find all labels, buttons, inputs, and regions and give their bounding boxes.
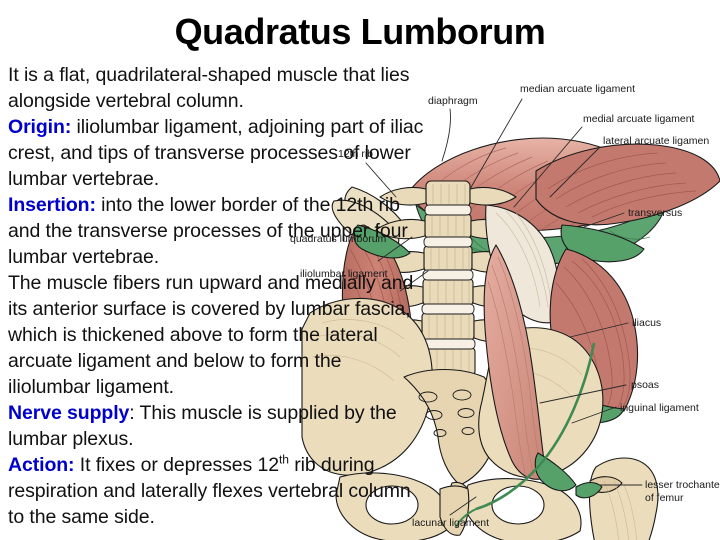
intro-text: It is a flat, quadrilateral-shaped muscl… — [8, 64, 410, 112]
origin-label: Origin: — [8, 116, 72, 138]
label-lateral-arcuate-ligament: lateral arcuate ligamen — [603, 135, 710, 147]
fascia-text: The muscle fibers run upward and mediall… — [8, 272, 414, 398]
insertion-label: Insertion: — [8, 194, 96, 216]
label-median-arcuate-ligament: median arcuate ligament — [520, 83, 635, 95]
label-iliolumbar-ligament: iliolumbar ligament — [300, 268, 388, 280]
action-text-part2: rib during respiration and laterally fle… — [8, 454, 411, 528]
slide-body-text: It is a flat, quadrilateral-shaped muscl… — [8, 62, 428, 530]
paragraph-insertion: Insertion: into the lower border of the … — [8, 192, 428, 270]
label-lesser-trochanter: lesser trochanter — [645, 479, 720, 491]
label-lesser-trochanter-of-femur: of femur — [645, 492, 684, 504]
paragraph-origin: Origin: iliolumbar ligament, adjoining p… — [8, 114, 428, 192]
label-quadratus-lumborum: quadratus lumborum — [290, 233, 387, 245]
nerve-supply-text: : This muscle is supplied by the lumbar … — [8, 402, 397, 450]
label-iliacus: iliacus — [632, 317, 662, 329]
label-psoas: psoas — [631, 379, 660, 391]
label-twelfth-rib: 12th rib — [338, 148, 374, 160]
paragraph-action: Action: It fixes or depresses 12th rib d… — [8, 452, 428, 530]
nerve-supply-label: Nerve supply — [8, 402, 130, 424]
label-transversus: transversus — [628, 207, 683, 219]
origin-text: iliolumbar ligament, adjoining part of i… — [8, 116, 424, 190]
paragraph-intro: It is a flat, quadrilateral-shaped muscl… — [8, 62, 428, 114]
paragraph-nerve-supply: Nerve supply: This muscle is supplied by… — [8, 400, 428, 452]
label-medial-arcuate-ligament: medial arcuate ligament — [583, 113, 695, 125]
page-title: Quadratus Lumborum — [174, 11, 546, 52]
action-text-part1: It fixes or depresses 12 — [74, 454, 279, 476]
paragraph-fascia: The muscle fibers run upward and mediall… — [8, 270, 428, 400]
action-label: Action: — [8, 454, 75, 476]
anatomy-figure: diaphragm median arcuate ligament medial… — [290, 83, 720, 540]
action-ordinal-suffix: th — [279, 452, 289, 467]
label-lacunar-ligament: lacunar ligament — [412, 517, 490, 529]
label-diaphragm: diaphragm — [428, 95, 478, 107]
insertion-text: into the lower border of the 12th rib an… — [8, 194, 408, 268]
anatomy-illustration — [301, 98, 720, 540]
label-inguinal-ligament: inguinal ligament — [620, 402, 699, 414]
